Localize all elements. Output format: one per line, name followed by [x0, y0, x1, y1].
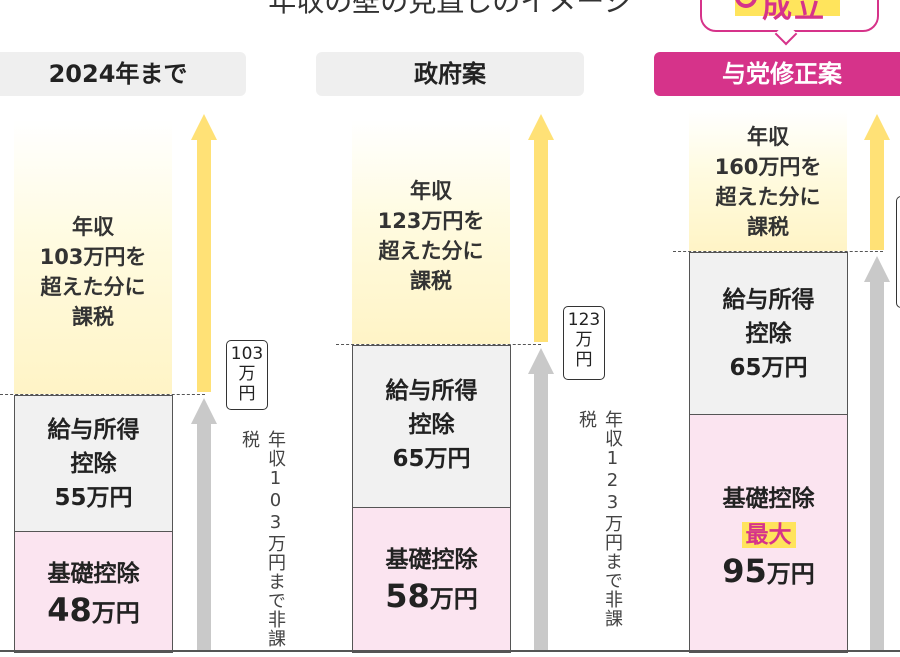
kyuyo-line: 控除 — [70, 451, 117, 477]
badge-label: 成立 — [762, 0, 826, 25]
tax-text-line: 課税 — [747, 215, 789, 239]
nontaxable-label-2024: 年収103万円まで非課税 — [239, 430, 286, 648]
taxable-arrow-shaft — [197, 138, 211, 392]
column-header-ruling-party: 与党修正案 — [654, 52, 900, 96]
taxable-arrow-shaft — [534, 138, 548, 342]
tax-text-line: 課税 — [72, 305, 114, 329]
diagram-title: 年収の壁の見直しのイメージ — [268, 0, 632, 18]
kiso-amount: 48 — [47, 591, 92, 629]
kyuyo-line: 控除 — [745, 321, 792, 347]
taxable-arrow-shaft — [870, 138, 884, 250]
callout-line: 123 — [567, 310, 601, 330]
nontaxable-arrow-shaft — [870, 280, 884, 652]
salary-deduction-government: 給与所得 控除 65万円 — [352, 345, 511, 507]
kiso-amount: 58 — [385, 577, 430, 615]
up-arrow-icon — [528, 114, 554, 140]
callout-line: 円 — [238, 384, 256, 404]
nontaxable-label-government: 年収123万円まで非課税 — [576, 410, 623, 628]
nontaxable-arrow-shaft — [534, 372, 548, 652]
kyuyo-amount: 65万円 — [729, 355, 808, 381]
callout-line: 万 — [575, 330, 593, 350]
tax-text-line: 123万円を — [377, 209, 485, 233]
callout-line: 万 — [238, 364, 256, 384]
tax-text-line: 103万円を — [39, 245, 147, 269]
kiso-unit: 万円 — [91, 599, 140, 627]
column-header-2024: 2024年まで — [0, 52, 246, 96]
taxable-zone-ruling-party: 年収 160万円を 超えた分に 課税 — [689, 110, 847, 251]
basic-deduction-government: 基礎控除 58万円 — [352, 507, 511, 653]
threshold-line-government — [336, 344, 541, 345]
callout-line: 円 — [575, 350, 593, 370]
kiso-label: 基礎控除 — [47, 561, 140, 587]
tax-text-line: 年収 — [410, 179, 452, 203]
threshold-callout-government: 123 万 円 — [563, 306, 605, 380]
kyuyo-line: 給与所得 — [47, 417, 140, 443]
badge-highlight — [735, 0, 840, 16]
tax-text-line: 課税 — [410, 269, 452, 293]
basic-deduction-ruling-party: 基礎控除 最大 95万円 — [689, 414, 848, 653]
nontaxable-arrow-shaft — [197, 422, 211, 652]
basic-deduction-2024: 基礎控除 48万円 — [14, 531, 173, 653]
threshold-line-ruling-party — [673, 251, 883, 252]
up-arrow-icon — [864, 114, 890, 140]
threshold-callout-ruling-party — [896, 196, 900, 308]
taxable-zone-government: 年収 123万円を 超えた分に 課税 — [352, 120, 510, 344]
salary-deduction-2024: 給与所得 控除 55万円 — [14, 395, 173, 531]
kiso-label: 基礎控除 — [722, 486, 815, 512]
tax-text-line: 超えた分に — [378, 239, 484, 263]
salary-deduction-ruling-party: 給与所得 控除 65万円 — [689, 252, 848, 414]
maximum-highlight: 最大 — [741, 522, 796, 548]
tax-text-line: 年収 — [747, 125, 789, 149]
kyuyo-line: 控除 — [408, 412, 455, 438]
tax-text-line: 超えた分に — [40, 275, 146, 299]
threshold-line-2024 — [0, 394, 205, 395]
baseline — [0, 650, 900, 652]
callout-line: 103 — [230, 344, 264, 364]
kiso-label: 基礎控除 — [385, 547, 478, 573]
up-arrow-icon — [528, 348, 554, 374]
taxable-zone-2024: 年収 103万円を 超えた分に 課税 — [14, 120, 172, 394]
kyuyo-amount: 65万円 — [392, 446, 471, 472]
kyuyo-line: 給与所得 — [385, 378, 478, 404]
up-arrow-icon — [864, 256, 890, 282]
tax-text-line: 年収 — [72, 215, 114, 239]
threshold-callout-2024: 103 万 円 — [226, 340, 268, 410]
kyuyo-amount: 55万円 — [54, 485, 133, 511]
kiso-unit: 万円 — [766, 560, 815, 588]
up-arrow-icon — [191, 398, 217, 424]
kiso-amount: 95 — [722, 552, 767, 590]
tax-text-line: 160万円を — [714, 155, 822, 179]
column-header-government: 政府案 — [316, 52, 584, 96]
up-arrow-icon — [191, 114, 217, 140]
kiso-unit: 万円 — [429, 585, 478, 613]
kyuyo-line: 給与所得 — [722, 287, 815, 313]
tax-text-line: 超えた分に — [715, 185, 821, 209]
